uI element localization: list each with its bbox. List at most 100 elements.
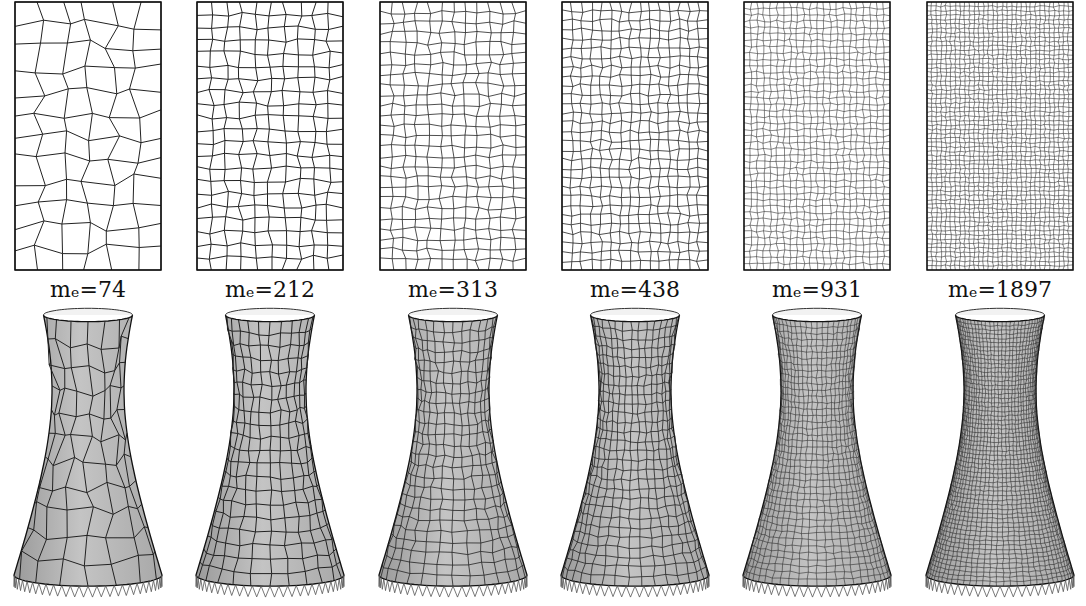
mesh-line [766,493,868,501]
mesh-line [589,473,682,481]
tower-shell [926,308,1074,597]
mesh-line [562,56,708,59]
mesh-line [677,2,680,270]
mesh-line [562,65,708,68]
mesh-line [564,566,706,578]
tower-lip [591,308,680,315]
mesh-line [413,440,493,447]
mesh-line [45,454,131,466]
mesh-line [15,221,161,231]
mesh-line [747,562,887,573]
mesh-line [595,343,675,350]
mesh-line [224,471,316,479]
mesh-line [761,512,872,521]
mesh-line [21,551,155,566]
mesh-line [562,148,708,151]
mesh-line [927,234,1073,236]
mesh-line [562,205,708,207]
mesh-line [300,318,335,580]
mesh-line [744,135,890,137]
tower-shell [379,308,527,597]
mesh-line [940,2,942,270]
mesh-line [750,2,752,270]
mesh-line [402,492,503,500]
mesh-line [380,134,526,137]
mesh-line [569,547,700,558]
mesh-line [744,33,890,35]
mesh-line [744,199,890,201]
mesh-line [562,259,708,262]
plane-mesh [197,2,343,270]
mesh-line [780,410,854,416]
mesh-line [935,545,1065,555]
mesh-line [744,71,890,73]
mesh-line [594,334,676,341]
plane-mesh [15,2,161,270]
mesh-line [816,2,818,270]
mesh-line [234,406,307,413]
mesh-line [774,321,861,328]
mesh-line [628,322,633,586]
mesh-line [562,111,708,114]
mesh-line [49,362,125,373]
mesh-line [590,320,614,584]
mesh-line [667,2,670,270]
mesh-line [959,445,1041,452]
mesh-line [230,341,310,348]
mesh-line [777,340,857,346]
mesh-line [927,230,1073,232]
mesh-line [382,565,524,576]
mesh-line [744,14,890,16]
mesh-line [744,148,890,150]
plane-border [380,2,526,270]
mesh-line [927,316,965,577]
mesh-line [823,2,825,270]
mesh-line [963,363,1037,369]
mesh-line [380,114,526,117]
mesh-line [34,2,46,270]
mesh-line [744,46,890,48]
mesh-line [927,98,1073,100]
mesh-line [744,250,890,252]
mesh-line [1068,2,1070,270]
mesh-line [744,186,890,188]
mesh-line [597,417,672,423]
mesh-line [927,142,1073,144]
mesh-line [648,2,651,270]
tower-lip [44,308,133,315]
mesh-line [960,341,1040,347]
mesh-line [781,404,854,410]
mesh-line [927,120,1073,122]
mesh-line [599,2,602,270]
mesh-line [562,93,708,96]
mesh-line [944,514,1057,523]
mesh-line [380,227,526,231]
mesh-line [969,321,985,585]
mesh-line [228,328,313,336]
mesh-line [744,97,890,99]
plane-border [744,2,890,270]
mesh-line [744,122,890,124]
mesh-line [744,231,890,233]
mesh-line [927,94,1073,95]
mesh-line [117,318,156,580]
mesh-line [774,455,860,462]
mesh-line [948,497,1052,505]
mesh-line [964,402,1036,408]
mesh-line [562,47,708,50]
mesh-line [958,449,1041,456]
mesh-line [930,562,1070,573]
mesh-line [562,167,708,170]
mesh-line [460,322,471,586]
mesh-line [416,409,490,415]
mesh-line [809,2,811,270]
mesh-line [829,2,831,270]
mesh-line [945,2,947,270]
mesh-line [417,398,489,404]
mesh-line [414,346,492,353]
mesh-line [744,192,890,194]
mesh-line [955,467,1045,474]
mesh-line [992,2,994,270]
element-count-label: mₑ=74 [48,278,128,302]
mesh-line [1025,2,1027,270]
